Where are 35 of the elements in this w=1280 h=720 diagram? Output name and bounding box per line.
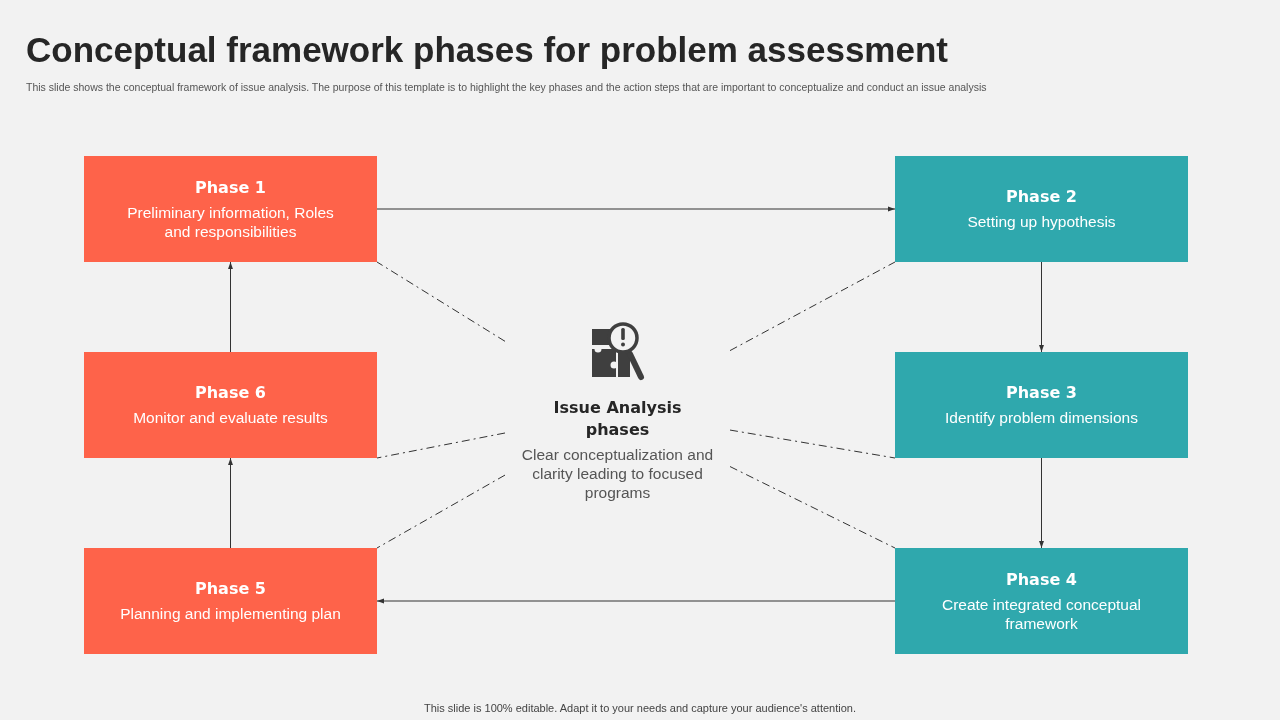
arrow [228, 457, 233, 549]
phase-heading: Phase 1 [195, 177, 266, 197]
dash-dot-line [376, 474, 506, 549]
phase-box [895, 352, 1188, 458]
arrow [376, 206, 896, 212]
slide-title: Conceptual framework phases for problem assessment [26, 30, 948, 70]
arrow [228, 261, 233, 353]
phase-heading: Phase 4 [1006, 569, 1077, 589]
center-heading: Issue Analysis phases [552, 397, 683, 441]
phase-box [895, 548, 1188, 654]
arrow [1039, 457, 1044, 549]
phase-box [84, 548, 377, 654]
phase-heading: Phase 2 [1006, 187, 1077, 206]
phase-box [895, 156, 1188, 262]
dash-dot-line [729, 261, 896, 352]
arrow [376, 598, 896, 604]
dash-dot-line [376, 261, 506, 342]
phase-heading: Phase 6 [195, 383, 266, 402]
dash-dot-line [729, 466, 896, 549]
subtitle-text: This slide shows the conceptual framework of issue analysis. The purpose of this template is to highlight the key phases and the action steps that are important to conceptualize and conduct an issue analysis [26, 81, 987, 93]
center-description: Clear conceptualization and clarity leading to focused programs [520, 445, 715, 502]
phase-description: Create integrated conceptual framework [940, 594, 1143, 633]
phase-heading: Phase 3 [1006, 383, 1077, 402]
phase-box [84, 156, 377, 262]
phase-description: Planning and implementing plan [120, 604, 341, 623]
phase-description: Preliminary information, Roles and responsibilities [126, 202, 335, 241]
phase-description: Identify problem dimensions [945, 408, 1138, 427]
dash-dot-line [376, 432, 506, 459]
arrow [1039, 261, 1044, 353]
dash-dot-line [729, 429, 896, 459]
phase-description: Setting up hypothesis [967, 212, 1116, 231]
phase-box [84, 352, 377, 458]
phase-heading: Phase 5 [195, 579, 266, 598]
phase-description: Monitor and evaluate results [133, 408, 328, 427]
footer-note: This slide is 100% editable. Adapt it to your needs and capture your audience's attention. [423, 702, 857, 714]
